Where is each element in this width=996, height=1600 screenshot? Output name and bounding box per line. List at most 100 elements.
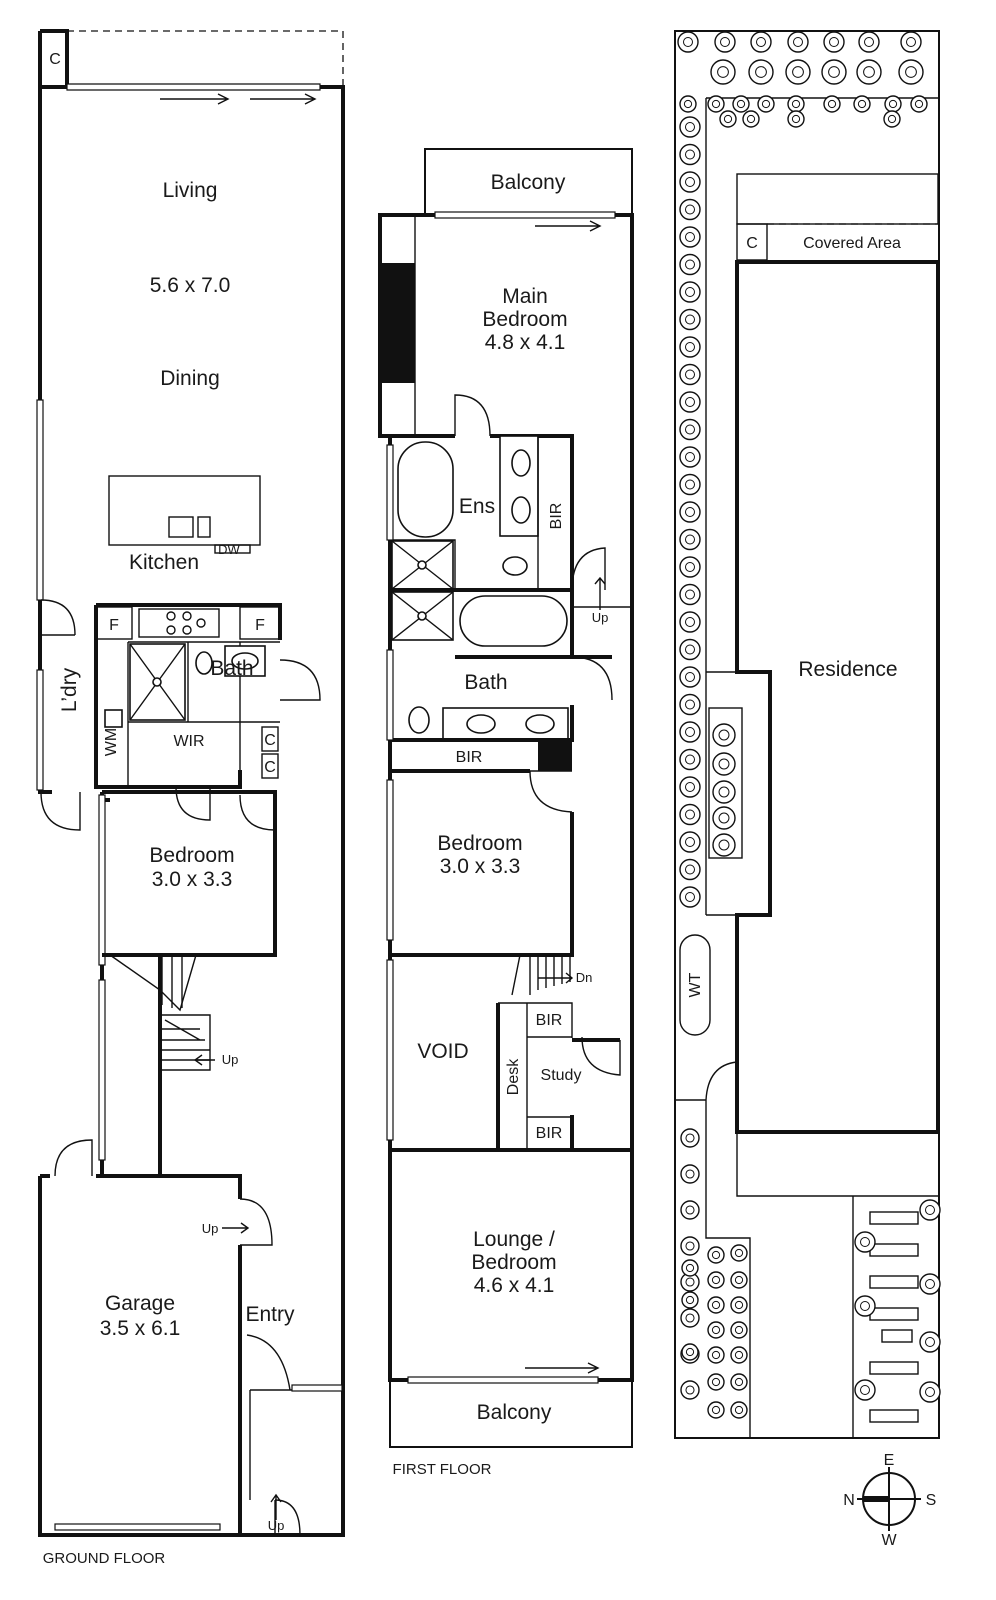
shrub-center [860, 1237, 870, 1247]
shrub-icon [707, 1271, 725, 1289]
shrub-center [685, 727, 695, 737]
washing-machine-label: WM [103, 728, 120, 756]
shrub-center [734, 1377, 744, 1387]
shrub-icon [823, 95, 841, 113]
dishwasher-label: DW [218, 542, 240, 557]
shrub-icon [679, 693, 701, 716]
stair-up-label: Up [222, 1052, 239, 1067]
shrub-center [756, 37, 766, 47]
lounge-dims: 4.6 x 4.1 [474, 1274, 555, 1297]
covered-area-label: Covered Area [803, 235, 901, 252]
shrub-icon [679, 776, 701, 798]
shrub-icon [714, 31, 736, 53]
shrub-icon [712, 752, 736, 776]
shrub-center [683, 37, 693, 47]
shrub-icon [883, 110, 901, 128]
wir-label: WIR [173, 733, 204, 750]
ground-floor-labels: C Living 5.6 x 7.0 Dining Kitchen DW F F… [43, 51, 295, 1567]
ensuite-label: Ens [459, 495, 495, 518]
balcony-bottom-label: Balcony [477, 1401, 552, 1424]
shrub-center [734, 1275, 744, 1285]
shrub-center [683, 99, 693, 109]
shrub-icon [919, 1331, 941, 1353]
bedroom-label: Bedroom [149, 844, 234, 867]
shrub-icon [679, 281, 701, 303]
living-dims: 5.6 x 7.0 [150, 274, 231, 297]
shrub-center [685, 589, 695, 600]
cupboard-2-label: C [264, 732, 276, 749]
shrub-center [711, 1325, 721, 1335]
shrub-icon [679, 336, 701, 358]
shrub-icon [712, 806, 736, 830]
lounge-label-line2: Bedroom [471, 1251, 556, 1274]
shrub-icon [679, 858, 701, 881]
laundry-label: L’dry [58, 667, 81, 712]
shrub-center [685, 1277, 695, 1287]
shrub-icon [679, 831, 701, 853]
shrub-center [685, 1313, 695, 1323]
shrub-icon [787, 95, 805, 113]
dining-label: Dining [160, 367, 220, 390]
shrub-center [718, 812, 730, 824]
shrub-icon [679, 666, 701, 688]
shrub-icon [679, 721, 701, 743]
shrub-center [685, 369, 695, 380]
shrub-icon [679, 253, 701, 276]
shrub-center [860, 1385, 870, 1395]
shrub-center [761, 99, 771, 109]
shrub-icon [679, 748, 701, 771]
shrub-center [685, 479, 695, 490]
shrub-icon [707, 1373, 725, 1391]
parking-bays [869, 1211, 919, 1423]
shrub-center [685, 287, 695, 297]
shrub-center [685, 1263, 695, 1273]
shrub-icon [679, 803, 701, 826]
shrub-center [827, 99, 837, 109]
shrub-icon [679, 611, 701, 633]
shrub-icon [679, 473, 701, 496]
shrub-icon [677, 31, 699, 53]
shrub-icon [856, 59, 882, 85]
shrub-icon [679, 391, 701, 413]
shrub-icon [707, 1296, 725, 1314]
shrub-icon [679, 308, 701, 331]
shrub-icon [681, 1343, 699, 1361]
shrub-icon [707, 1401, 725, 1419]
shrub-center [685, 782, 695, 792]
garage-label: Garage [105, 1292, 175, 1315]
shrub-icon [679, 363, 701, 386]
shrub-center [888, 99, 898, 109]
shrub-center [718, 729, 730, 741]
shrub-icon [787, 110, 805, 128]
compass-north: N [843, 1492, 855, 1509]
bir-bath-label: BIR [456, 749, 483, 766]
shrub-center [685, 259, 695, 270]
shrub-icon [919, 1273, 941, 1295]
shrub-center [734, 1300, 744, 1310]
shrub-icon [679, 116, 701, 138]
shrub-center [925, 1337, 935, 1347]
shrub-center [793, 37, 803, 47]
shrub-center [755, 66, 767, 78]
shrub-icon [858, 31, 880, 53]
shrub-center [717, 66, 729, 78]
shrub-center [685, 1347, 695, 1357]
shrub-icon [730, 1271, 748, 1289]
shrub-icon [757, 95, 775, 113]
shrub-center [720, 37, 730, 47]
shrub-center [685, 534, 695, 545]
shrub-center [734, 1248, 744, 1258]
shrub-center [685, 424, 695, 435]
shrub-icon [679, 583, 701, 606]
shrub-icon [680, 1308, 700, 1328]
bir-study-bottom-label: BIR [536, 1125, 563, 1142]
compass-west: W [881, 1532, 897, 1549]
shrub-icon [854, 1379, 876, 1401]
bedroom-dims: 3.0 x 3.3 [440, 855, 521, 878]
main-bedroom-label-line1: Main [502, 285, 548, 308]
shrub-icon [785, 59, 811, 85]
shrub-center [734, 1350, 744, 1360]
shrub-icon [680, 1236, 700, 1256]
shrub-center [906, 37, 916, 47]
shrub-icon [679, 171, 701, 193]
